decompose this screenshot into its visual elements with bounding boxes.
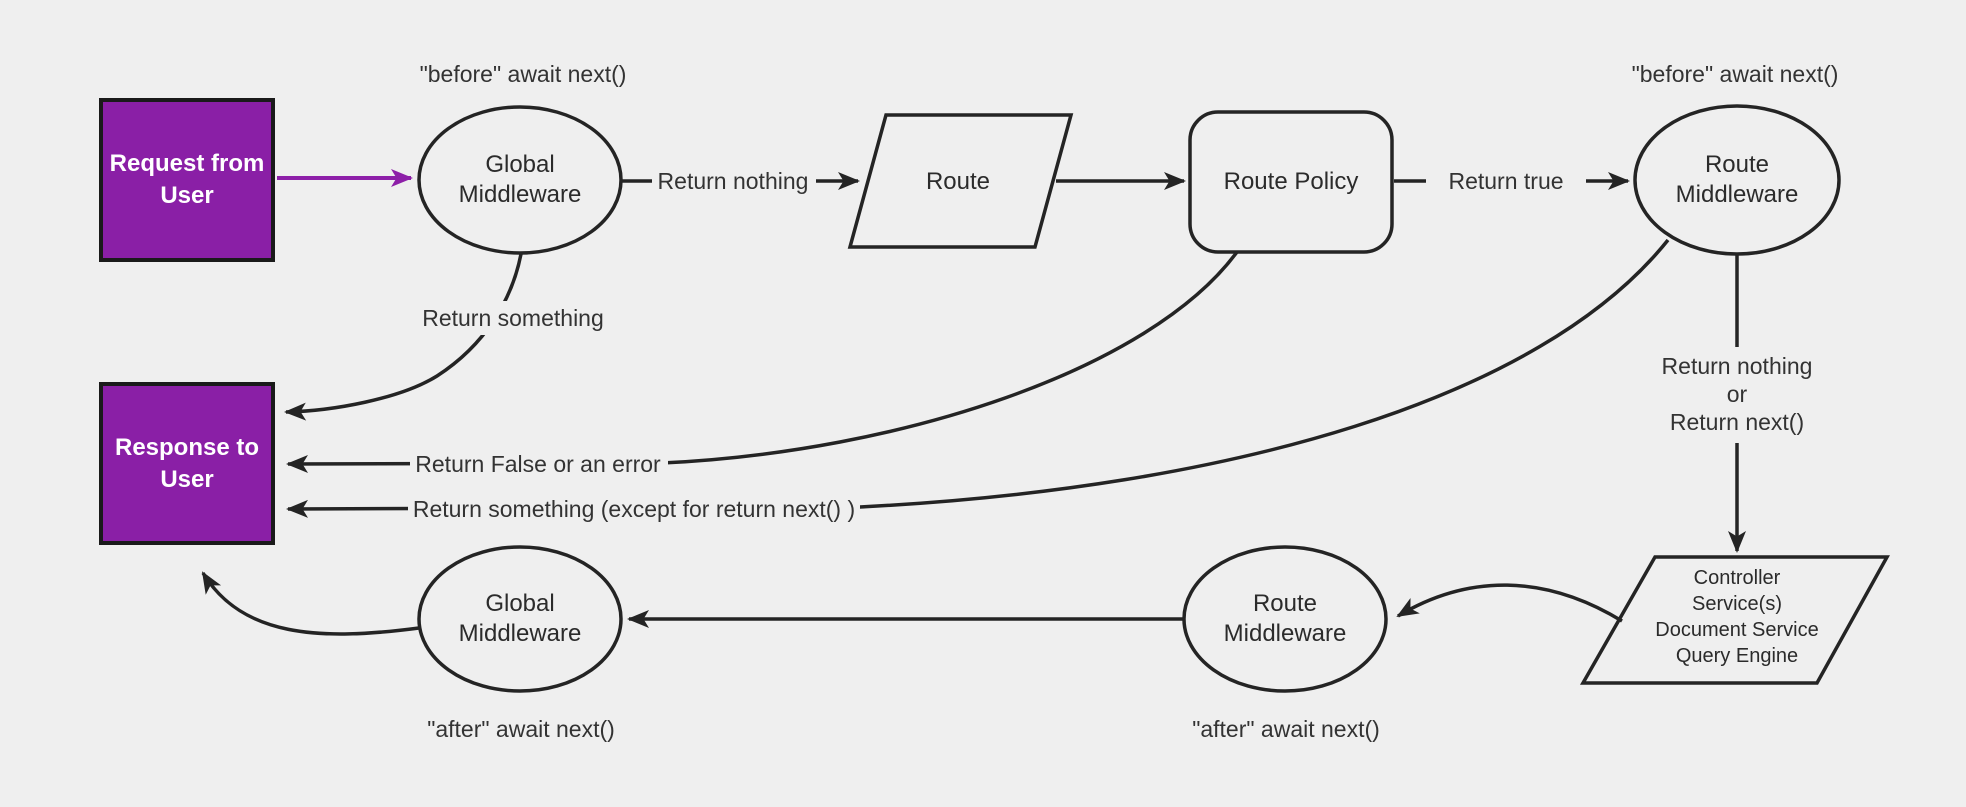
node-controller-services (1579, 555, 1890, 685)
edge-label-or-line2: or (1727, 381, 1748, 407)
edge-controller-to-route-middleware-bottom (1396, 583, 1623, 623)
label-bg-return-something (415, 301, 611, 335)
label-bg-return-something-except (408, 492, 860, 526)
node-global-middleware-bottom (417, 545, 623, 693)
label-bg-return-false (410, 447, 668, 481)
node-route (847, 113, 1074, 249)
edge-global-middleware-to-response (201, 571, 420, 636)
edge-global-middleware-return-something (284, 253, 523, 421)
edge-route-middleware-return-something-except (286, 238, 1670, 518)
route-policy-label: Route Policy (1224, 168, 1359, 195)
label-bg-return-nothing (652, 164, 816, 198)
global-middleware-bottom-label-line1: Global (485, 590, 554, 617)
edge-label-return-next-line3: Return next() (1670, 409, 1804, 435)
edge-route-policy-return-false (286, 250, 1239, 473)
node-route-policy (1188, 110, 1394, 254)
controller-label-line3: Document Service (1655, 619, 1818, 641)
response-box-label-line2: User (160, 466, 213, 493)
label-bg-return-true (1426, 164, 1586, 198)
annotation-after-await-next-left: "after" await next() (427, 716, 615, 742)
controller-label-line4: Query Engine (1676, 645, 1798, 667)
node-route-middleware-bottom (1182, 545, 1388, 693)
annotation-after-await-next-right: "after" await next() (1192, 716, 1380, 742)
edge-label-return-false: Return False or an error (415, 451, 661, 477)
label-bg-return-nothing-or-next (1630, 347, 1844, 443)
edge-label-return-something-except: Return something (except for return next… (413, 496, 855, 522)
route-label: Route (926, 168, 990, 195)
controller-label-line2: Service(s) (1692, 593, 1782, 615)
response-box-label-line1: Response to (115, 434, 259, 461)
controller-label-line1: Controller (1694, 567, 1781, 589)
route-middleware-bottom-label-line2: Middleware (1224, 620, 1347, 647)
global-middleware-top-label-line2: Middleware (459, 181, 582, 208)
route-middleware-bottom-label-line1: Route (1253, 590, 1317, 617)
route-middleware-top-label-line1: Route (1705, 151, 1769, 178)
request-box-label-line1: Request from (110, 150, 265, 177)
node-global-middleware-top (417, 105, 623, 255)
edge-label-return-nothing-line1: Return nothing (1662, 353, 1813, 379)
node-response-to-user (99, 382, 275, 545)
request-box-label-line2: User (160, 182, 213, 209)
edge-label-return-true: Return true (1448, 168, 1563, 194)
edge-label-return-something: Return something (422, 305, 604, 331)
annotation-before-await-next-right: "before" await next() (1632, 61, 1839, 87)
global-middleware-bottom-label-line2: Middleware (459, 620, 582, 647)
node-route-middleware-top (1633, 104, 1841, 256)
edge-label-return-nothing: Return nothing (658, 168, 809, 194)
route-middleware-top-label-line2: Middleware (1676, 181, 1799, 208)
node-request-from-user (99, 98, 275, 262)
global-middleware-top-label-line1: Global (485, 151, 554, 178)
annotation-before-await-next-left: "before" await next() (420, 61, 627, 87)
